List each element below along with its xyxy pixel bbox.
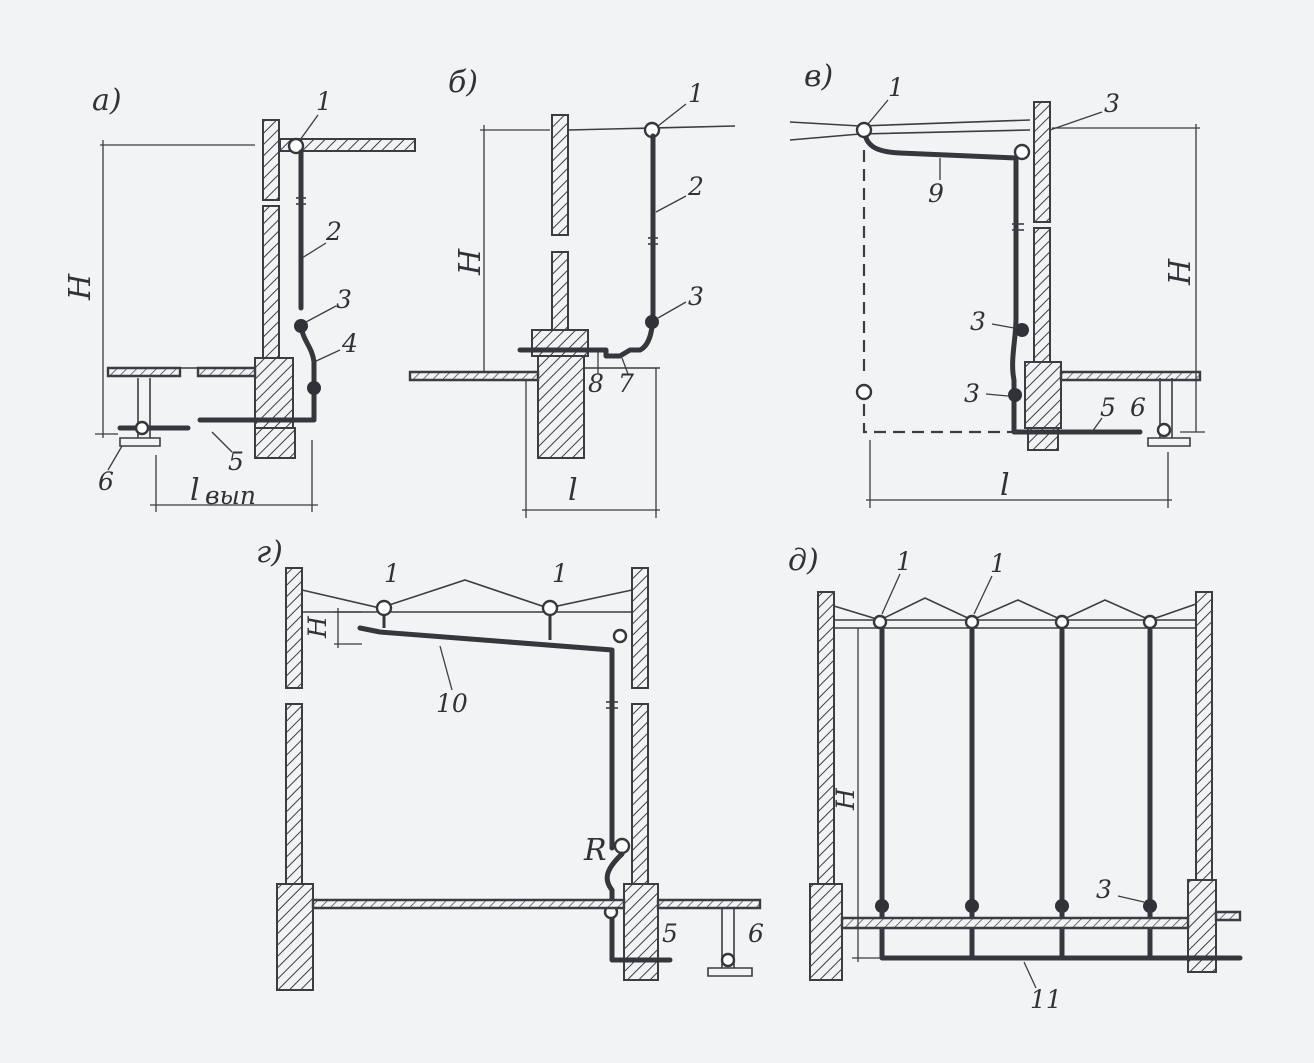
- clean-out-icon: [294, 319, 308, 333]
- callout-5: 5: [228, 447, 244, 476]
- callout-3b: 3: [970, 307, 986, 336]
- panel-v: в) H l 1 3 9: [789, 59, 1205, 508]
- callout-1: 1: [688, 79, 704, 108]
- funnel-icon: [855, 121, 873, 139]
- callout-9: 9: [928, 179, 944, 208]
- dim-H-v: H: [1163, 258, 1198, 286]
- wall-top: [262, 119, 280, 201]
- panel-label-d: д): [788, 543, 819, 578]
- callout-3: 3: [688, 282, 704, 311]
- panel-d: д) H 1 1 3: [788, 543, 1243, 1014]
- collector-pipe-11: [879, 909, 1243, 961]
- dim-l-v: l: [1000, 468, 1010, 503]
- wall-foundation-left: [809, 883, 843, 981]
- wall-footing: [254, 427, 296, 459]
- callout-6: 6: [748, 919, 764, 948]
- wall-top: [551, 114, 569, 236]
- funnel-icon: [287, 137, 305, 155]
- ground-left: [106, 366, 182, 378]
- pipe-v: [863, 135, 1143, 435]
- callout-3: 3: [1096, 875, 1112, 904]
- dim-H-a: H: [63, 273, 98, 301]
- wall-mid: [262, 205, 280, 359]
- callout-1: 1: [888, 73, 904, 102]
- roof-beam: [279, 138, 416, 152]
- wall-foundation-right: [623, 883, 659, 981]
- dim-l-b: l: [568, 473, 578, 508]
- pipe-b: [517, 133, 656, 359]
- callout-4: 4: [341, 329, 358, 358]
- callout-3c: 3: [964, 379, 980, 408]
- risers: [872, 614, 1243, 961]
- callout-2: 2: [325, 217, 342, 246]
- dim-l-out: l: [190, 473, 200, 508]
- callout-1b: 1: [990, 549, 1006, 578]
- callout-7: 7: [618, 369, 634, 398]
- callout-2: 2: [687, 172, 704, 201]
- panel-a: а) H l вып 1 2: [63, 83, 416, 512]
- callout-3: 3: [336, 285, 352, 314]
- manhole-icon: [1156, 422, 1172, 438]
- revision-icon: [613, 837, 631, 855]
- wall-foundation: [1024, 361, 1062, 429]
- wall-foundation: [537, 355, 585, 459]
- callout-11: 11: [1030, 985, 1062, 1014]
- callout-1: 1: [316, 87, 332, 116]
- panel-b: б) H l 1 2 3 7 8: [408, 65, 736, 518]
- callout-1b: 1: [552, 559, 568, 588]
- callout-3: 3: [1104, 89, 1120, 118]
- callout-6: 6: [98, 467, 114, 496]
- manhole-icon: [134, 420, 150, 436]
- panel-label-v: в): [804, 59, 833, 94]
- callout-6: 6: [1130, 393, 1146, 422]
- dim-H-g: H: [303, 615, 332, 639]
- wall-foundation-left: [276, 883, 314, 991]
- callout-1: 1: [384, 559, 400, 588]
- callout-5: 5: [1100, 393, 1116, 422]
- dim-l-out-sub: вып: [205, 481, 256, 510]
- panel-label-g: г): [256, 535, 283, 570]
- callout-10: 10: [436, 689, 468, 718]
- dim-H-b: H: [453, 248, 488, 276]
- ground-right: [196, 366, 257, 378]
- panel-label-b: б): [448, 65, 478, 100]
- callout-5: 5: [662, 919, 678, 948]
- panel-label-a: а): [92, 83, 122, 118]
- alt-route-dashed: [862, 150, 1024, 434]
- callout-8: 8: [588, 369, 604, 398]
- callout-1: 1: [896, 547, 912, 576]
- pipe-g: [357, 625, 615, 851]
- panel-g: г) H R 1 1 10 5: [256, 535, 764, 991]
- dim-R: R: [583, 833, 607, 868]
- manhole-icon: [720, 952, 736, 968]
- dim-H-d: H: [831, 787, 860, 811]
